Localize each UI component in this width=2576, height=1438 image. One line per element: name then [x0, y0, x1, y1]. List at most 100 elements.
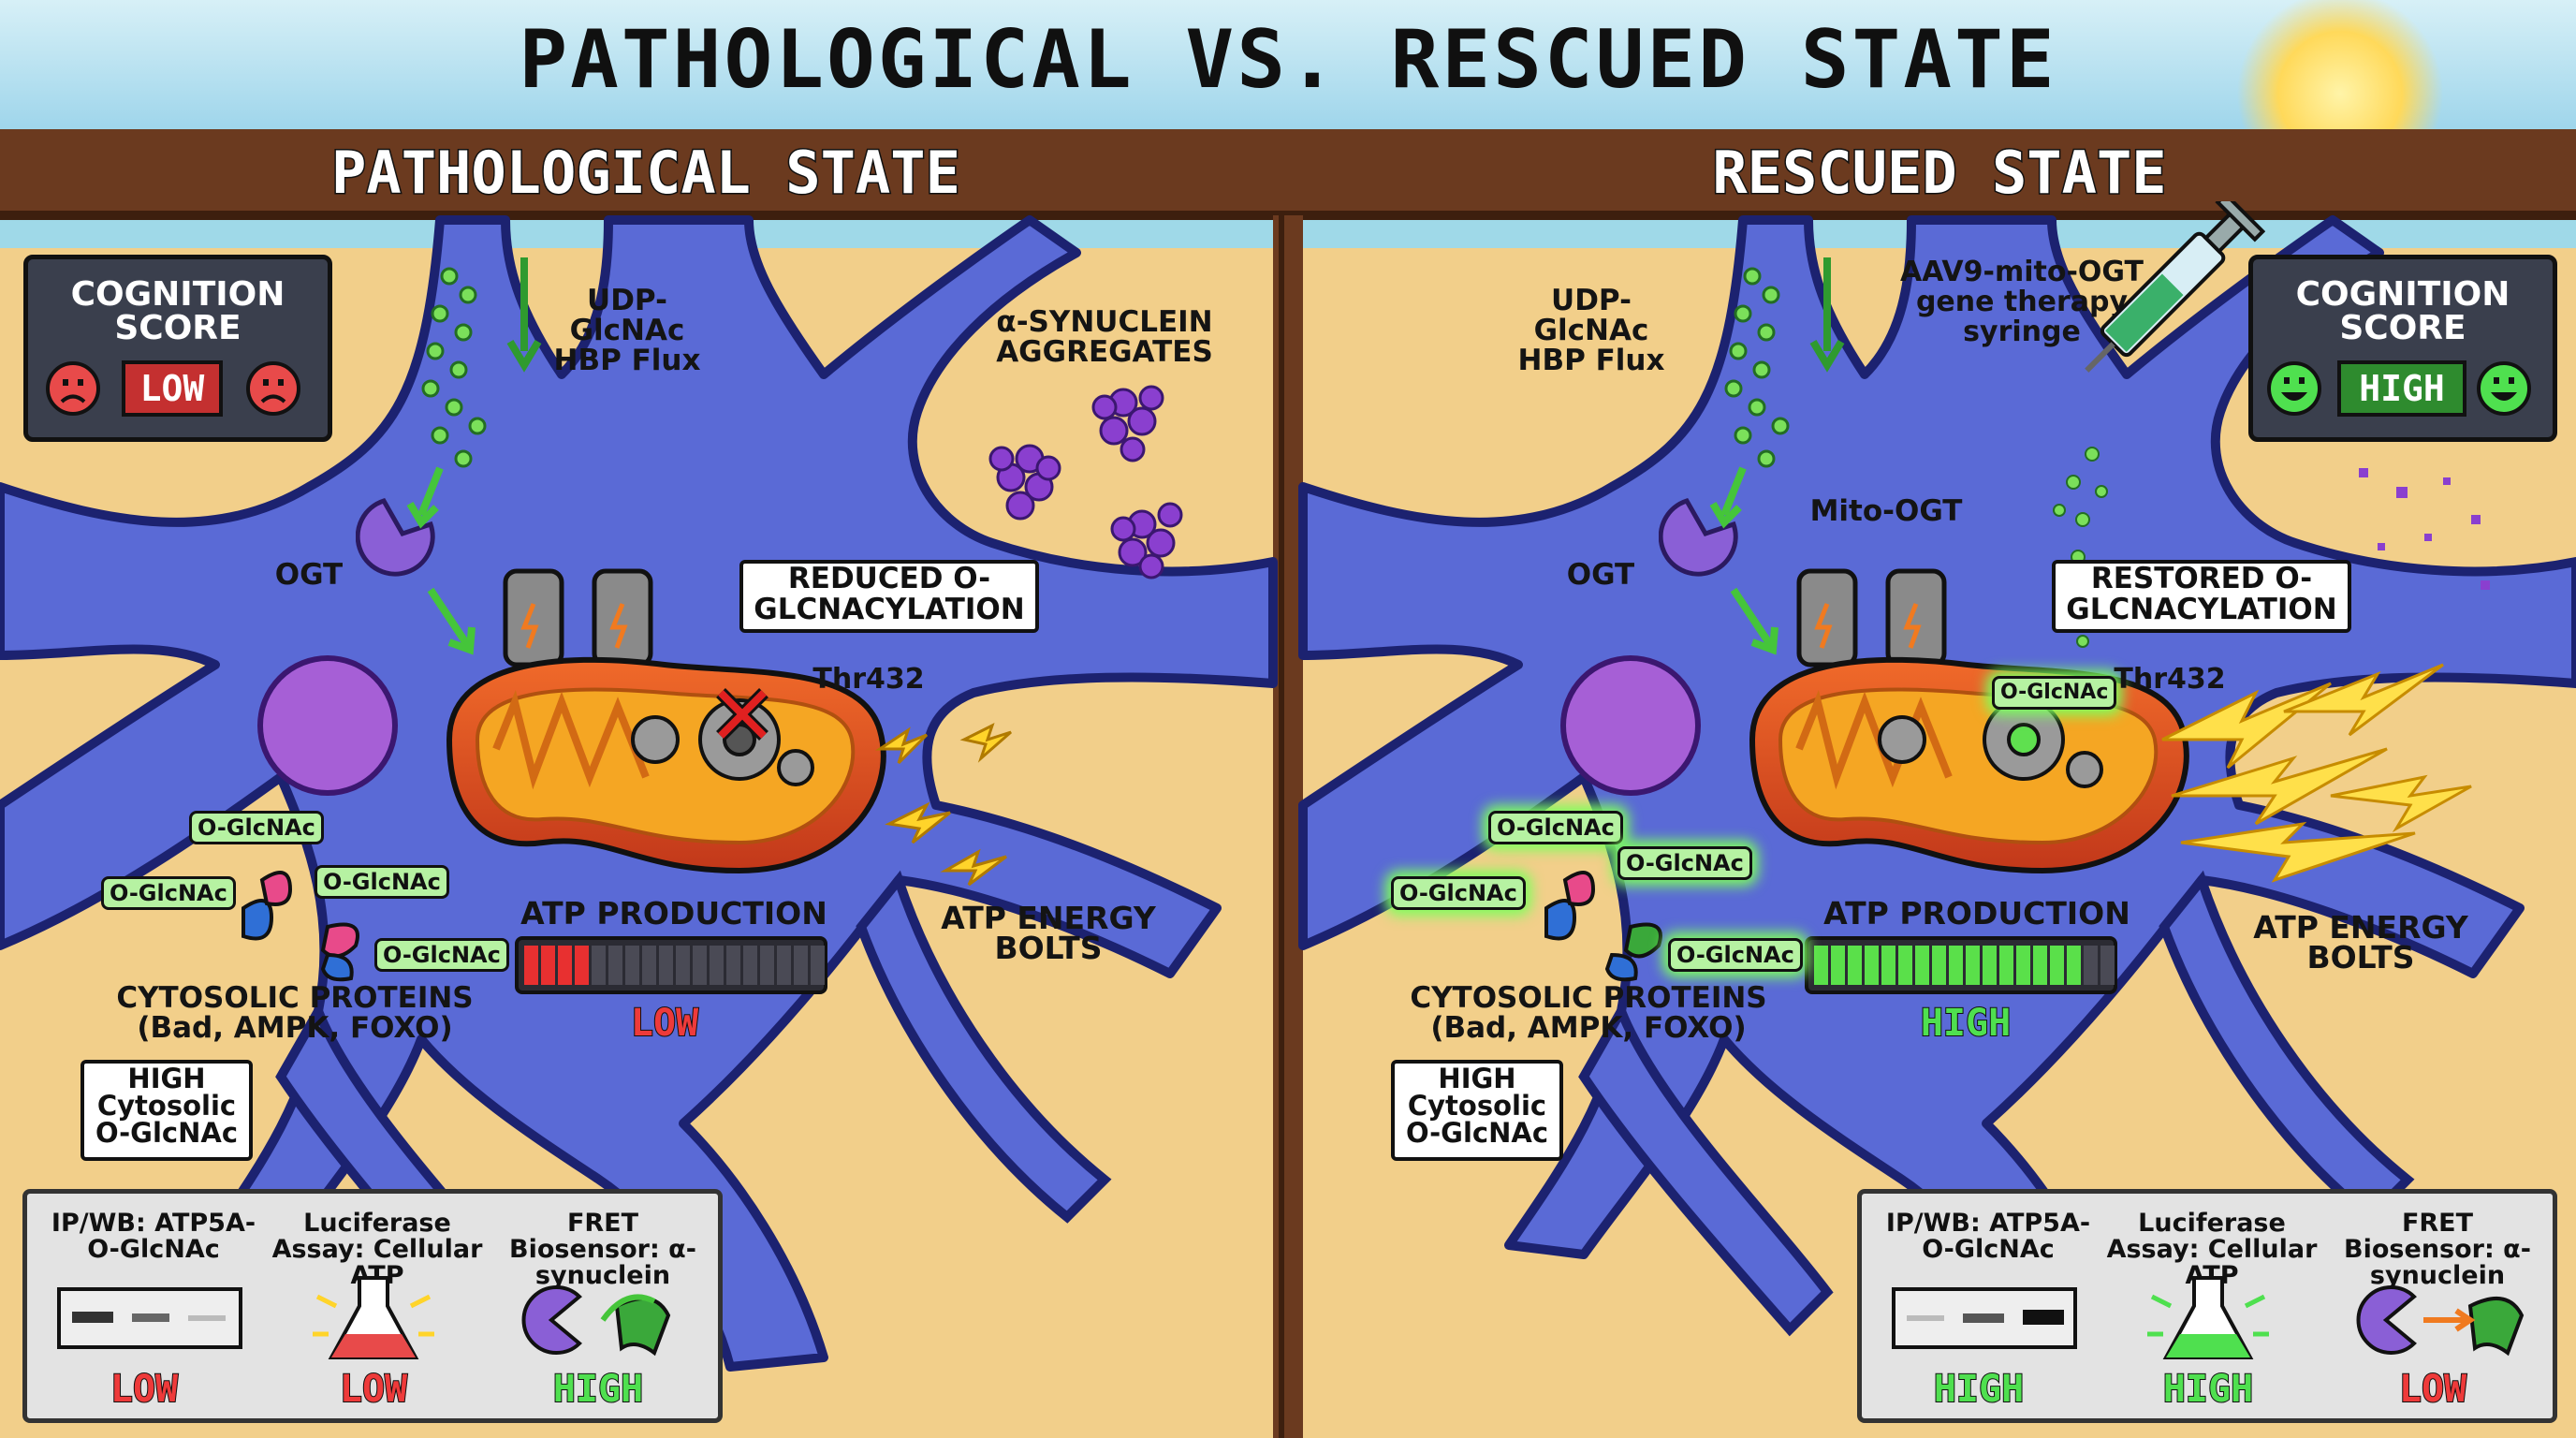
sad-face-icon — [246, 361, 300, 416]
gear-icon — [631, 698, 814, 786]
atp-meter-segment — [1898, 946, 1912, 985]
cognition-title: COGNITION SCORE — [70, 275, 285, 347]
mitochondrion-right — [1749, 568, 2189, 874]
assay-status: LOW — [2398, 1367, 2467, 1412]
atp-production-label: ATP PRODUCTION — [520, 895, 827, 932]
sad-face-icon — [46, 361, 100, 416]
atp-meter-segment — [2050, 946, 2064, 985]
western-blot-icon — [1892, 1287, 2077, 1349]
atp-meter-segment — [693, 946, 707, 985]
cognition-box-left: COGNITION SCORE LOW — [23, 255, 332, 442]
thr432-label: Thr432 — [2114, 663, 2226, 696]
atp-meter-segment — [1881, 946, 1895, 985]
atp-meter-segment — [710, 946, 724, 985]
atp-meter-segment — [524, 946, 538, 985]
cytosolic-protein-icon — [242, 871, 359, 982]
atp-meter-segment — [743, 946, 757, 985]
atp-meter-segment — [2016, 946, 2030, 985]
atp-meter-segment — [1999, 946, 2013, 985]
o-glcnac-tag: O-GlcNAc — [1488, 811, 1623, 844]
atp-meter-segment — [2100, 946, 2115, 985]
udp-label: UDP-GlcNAc HBP Flux — [1517, 284, 1665, 377]
atp-meter-segment — [1814, 946, 1828, 985]
atp-meter-segment — [1983, 946, 1997, 985]
assay-title: IP/WB: ATP5A-O-GlcNAc — [1885, 1209, 2091, 1264]
panel-divider — [1273, 215, 1303, 1438]
aggregates-label: α-SYNUCLEIN AGGREGATES — [996, 305, 1213, 369]
high-cytosolic-callout: HIGH Cytosolic O-GlcNAc — [1391, 1060, 1563, 1161]
mito-ogt-label: Mito-OGT — [1809, 494, 1963, 528]
atp-production-label: ATP PRODUCTION — [1823, 895, 2130, 932]
atp-bolts-label: ATP ENERGY BOLTS — [941, 900, 1156, 966]
atp-meter-segment — [760, 946, 774, 985]
atp-meter-segment — [811, 946, 825, 985]
atp-meter-segment — [625, 946, 639, 985]
atp-meter-segment — [777, 946, 791, 985]
restored-o-glcnacylation-callout: RESTORED O-GLCNACYLATION — [2052, 560, 2351, 633]
syringe-icon — [2053, 201, 2265, 648]
happy-face-icon — [2477, 361, 2531, 416]
fret-sensor-icon — [2356, 1285, 2525, 1357]
atp-meter-segment — [2033, 946, 2047, 985]
atp-meter-segment — [1966, 946, 1980, 985]
assay-status: HIGH — [2162, 1367, 2254, 1412]
header-banner — [0, 129, 2576, 215]
atp-meter-segment — [592, 946, 606, 985]
factory-chimney-icon — [503, 568, 653, 668]
reduced-o-glcnacylation-callout: REDUCED O-GLCNACYLATION — [739, 560, 1039, 633]
assay-title: Luciferase Assay: Cellular ATP — [271, 1209, 483, 1290]
atp-meter-left — [515, 936, 827, 994]
atp-meter-segment — [2067, 946, 2081, 985]
udp-label: UDP-GlcNAc HBP Flux — [553, 284, 701, 377]
ogt-icon — [356, 466, 476, 655]
o-glcnac-tag: O-GlcNAc — [1617, 846, 1752, 880]
flask-icon — [2147, 1276, 2269, 1359]
atp-meter-segment — [726, 946, 740, 985]
nucleus-left — [257, 655, 398, 796]
mitochondrion-left — [446, 568, 886, 874]
cognition-title: COGNITION SCORE — [2295, 275, 2510, 347]
cytosolic-proteins-label: CYTOSOLIC PROTEINS (Bad, AMPK, FOXO) — [116, 981, 474, 1045]
o-glcnac-site-tag: O-GlcNAc — [1992, 676, 2117, 710]
o-glcnac-tag: O-GlcNAc — [189, 811, 324, 844]
sky — [0, 0, 2576, 140]
assay-panel-right: IP/WB: ATP5A-O-GlcNAc Luciferase Assay: … — [1857, 1189, 2557, 1423]
energy-bolt-icon — [2161, 663, 2472, 883]
factory-chimney-icon — [1796, 568, 1947, 668]
ogt-icon — [1659, 466, 1778, 655]
ogt-label: OGT — [274, 558, 344, 592]
atp-bolts-label: ATP ENERGY BOLTS — [2253, 909, 2468, 976]
o-glcnac-tag: O-GlcNAc — [101, 876, 236, 910]
atp-meter-segment — [1831, 946, 1845, 985]
syringe-label: AAV9-mito-OGT gene therapy syringe — [1900, 256, 2144, 348]
western-blot-icon — [57, 1287, 242, 1349]
atp-meter-segment — [2084, 946, 2098, 985]
high-cytosolic-callout: HIGH Cytosolic O-GlcNAc — [80, 1060, 253, 1161]
x-mark-icon — [716, 688, 768, 741]
assay-title: FRET Biosensor: α-synuclein — [2344, 1209, 2531, 1290]
energy-bolt-icon — [875, 723, 1012, 844]
atp-meter-segment — [1932, 946, 1946, 985]
cognition-value: LOW — [122, 360, 223, 417]
atp-meter-segment — [1865, 946, 1879, 985]
atp-status: HIGH — [1920, 1001, 2012, 1046]
udp-glcnac-flux-icon — [1724, 257, 1845, 468]
atp-meter-segment — [541, 946, 555, 985]
atp-meter-segment — [608, 946, 622, 985]
cognition-box-right: COGNITION SCORE HIGH — [2248, 255, 2557, 442]
assay-status: LOW — [110, 1367, 179, 1412]
happy-face-icon — [2267, 361, 2321, 416]
cognition-value: HIGH — [2337, 360, 2466, 417]
o-glcnac-tag: O-GlcNAc — [1391, 876, 1526, 910]
nucleus-right — [1560, 655, 1701, 796]
o-glcnac-tag: O-GlcNAc — [1668, 938, 1803, 972]
gear-icon — [1878, 698, 2103, 788]
udp-glcnac-flux-icon — [421, 257, 542, 468]
atp-meter-segment — [642, 946, 656, 985]
atp-meter-segment — [575, 946, 589, 985]
atp-meter-segment — [558, 946, 572, 985]
rescued-header: RESCUED STATE — [1711, 138, 2168, 209]
cytosolic-protein-icon — [1544, 871, 1662, 982]
atp-meter-segment — [1915, 946, 1929, 985]
assay-title: Luciferase Assay: Cellular ATP — [2106, 1209, 2318, 1290]
